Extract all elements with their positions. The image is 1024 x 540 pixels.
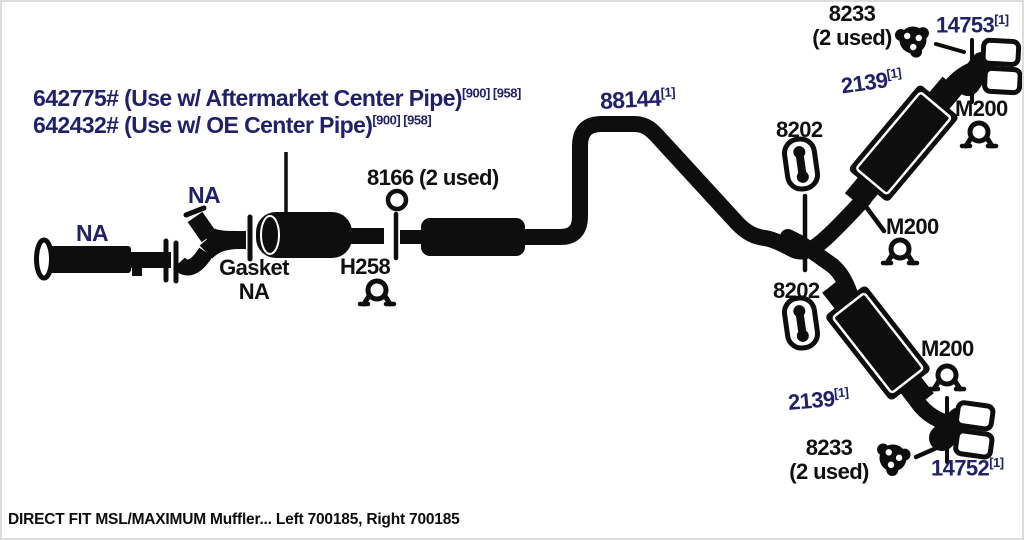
tailpipe-top-shape <box>934 40 1022 105</box>
resonator-shape <box>400 218 525 256</box>
rubber-hanger-icon <box>783 296 820 350</box>
label-front-pipe-na: NA <box>76 220 109 246</box>
label-gasket-na: Gasket NA <box>219 255 289 304</box>
m200-leader-line <box>858 197 887 234</box>
clamp-icon-m200-bottom <box>930 366 964 389</box>
label-hanger-8202-upper: 8202 <box>776 117 823 142</box>
dual-tip-icon <box>952 402 997 458</box>
diagram-caption: DIRECT FIT MSL/MAXIMUM Muffler... Left 7… <box>8 511 460 528</box>
note-superscript: [900] [958] <box>372 112 432 128</box>
clamp-icon-h258 <box>360 281 394 304</box>
flange-gasket-icon <box>893 23 933 61</box>
label-center-pipe-88144: 88144[1] <box>599 84 676 114</box>
center-pipe-shape <box>514 116 872 260</box>
gasket-ring-icon <box>385 188 409 212</box>
label-clamp-h258: H258 <box>340 254 391 279</box>
rubber-hanger-icon <box>783 137 820 191</box>
clamp-icon-m200-top <box>962 123 996 146</box>
label-flange-8233-top: 8233 (2 used) <box>812 1 892 50</box>
label-tailpipe-14753: 14753[1] <box>936 12 1009 38</box>
y-pipe-shape <box>173 205 253 276</box>
flange-gasket-icon <box>873 442 912 479</box>
label-tailpipe-14752: 14752[1] <box>931 455 1004 481</box>
tailpipe-bottom-shape <box>904 384 997 464</box>
label-hanger-8202-lower: 8202 <box>773 278 820 303</box>
label-clamp-m200-mid: M200 <box>886 214 939 239</box>
note-aftermarket-pipe: 642775# (Use w/ Aftermarket Center Pipe)… <box>33 85 521 111</box>
catalytic-converter-shape <box>256 211 399 261</box>
note-oe-pipe: 642432# (Use w/ OE Center Pipe)[900] [95… <box>33 112 432 138</box>
label-clamp-m200-top: M200 <box>955 96 1008 121</box>
label-flange-8233-bottom: 8233 (2 used) <box>789 435 869 484</box>
clamp-icon-m200-mid <box>883 240 917 263</box>
label-y-pipe-na: NA <box>188 182 221 208</box>
label-clamp-m200-bottom: M200 <box>921 336 974 361</box>
front-pipe-shape <box>34 237 179 284</box>
note-superscript: [900] [958] <box>461 85 521 101</box>
label-gasket-8166: 8166 (2 used) <box>367 165 499 190</box>
